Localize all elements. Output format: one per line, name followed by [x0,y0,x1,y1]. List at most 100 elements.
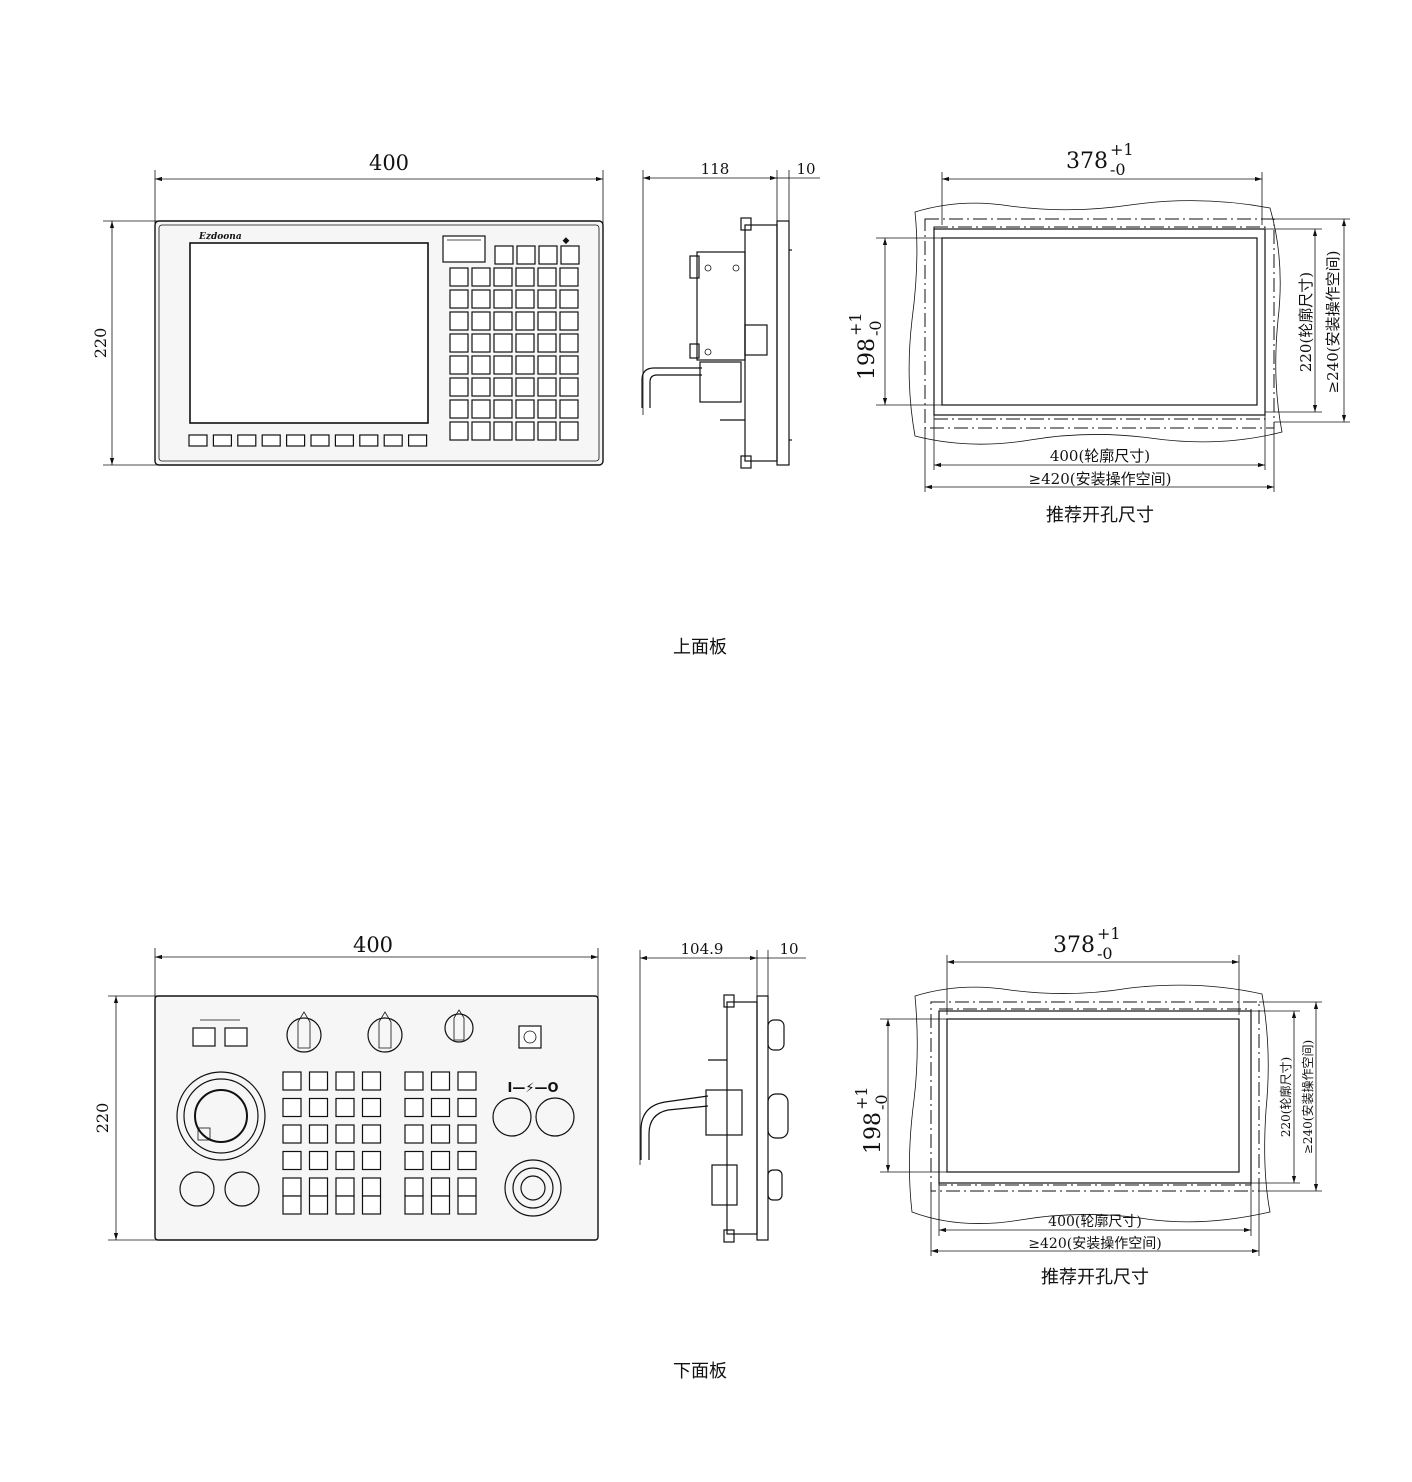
panel-key[interactable] [282,1195,302,1215]
panel-key[interactable] [361,1124,382,1144]
panel-key[interactable] [361,1071,382,1091]
panel-key[interactable] [560,245,580,265]
panel-key[interactable] [516,245,536,265]
panel-key[interactable] [493,311,513,331]
panel-key[interactable] [361,1097,382,1118]
panel-key[interactable] [457,1195,477,1215]
panel-key[interactable] [471,289,491,309]
panel-key[interactable] [515,421,535,441]
panel-key[interactable] [515,289,535,309]
panel-key[interactable] [308,1071,329,1091]
panel-key[interactable] [282,1150,302,1171]
panel-key[interactable] [335,1177,355,1197]
panel-key[interactable] [493,333,513,353]
panel-key[interactable] [515,377,535,397]
panel-key[interactable] [471,399,491,419]
panel-key[interactable] [457,1177,477,1197]
panel-key[interactable] [282,1097,302,1118]
panel-key[interactable] [559,377,579,397]
panel-key[interactable] [449,267,469,287]
panel-key[interactable] [335,1195,355,1215]
panel-key[interactable] [559,267,579,287]
panel-key[interactable] [282,1177,302,1197]
panel-key[interactable] [515,267,535,287]
panel-key[interactable] [493,355,513,375]
panel-key[interactable] [471,333,491,353]
panel-key[interactable] [430,1150,451,1171]
panel-key[interactable] [361,1195,382,1215]
panel-key[interactable] [537,311,557,331]
panel-key[interactable] [449,355,469,375]
panel-key[interactable] [404,1071,424,1091]
panel-key[interactable] [282,1124,302,1144]
panel-key[interactable] [457,1124,477,1144]
panel-key[interactable] [493,377,513,397]
panel-key[interactable] [361,1177,382,1197]
panel-key[interactable] [493,421,513,441]
panel-key[interactable] [515,311,535,331]
panel-key[interactable] [334,434,354,447]
panel-key[interactable] [457,1071,477,1091]
panel-key[interactable] [449,377,469,397]
panel-key[interactable] [212,434,232,447]
panel-key[interactable] [471,377,491,397]
panel-key[interactable] [515,399,535,419]
panel-key[interactable] [515,333,535,353]
panel-key[interactable] [449,311,469,331]
panel-key[interactable] [430,1195,451,1215]
panel-key[interactable] [404,1124,424,1144]
panel-key[interactable] [361,1150,382,1171]
panel-key[interactable] [471,421,491,441]
panel-key[interactable] [493,267,513,287]
panel-key[interactable] [449,421,469,441]
panel-key[interactable] [408,434,428,447]
panel-key[interactable] [449,399,469,419]
panel-key[interactable] [559,311,579,331]
panel-key[interactable] [449,289,469,309]
panel-key[interactable] [335,1150,355,1171]
panel-key[interactable] [493,289,513,309]
panel-key[interactable] [537,399,557,419]
panel-key[interactable] [261,434,281,447]
panel-key[interactable] [559,355,579,375]
panel-key[interactable] [559,399,579,419]
panel-key[interactable] [310,434,330,447]
panel-key[interactable] [404,1195,424,1215]
panel-key[interactable] [430,1124,451,1144]
panel-key[interactable] [404,1177,424,1197]
panel-key[interactable] [493,399,513,419]
panel-key[interactable] [559,421,579,441]
panel-key[interactable] [335,1071,355,1091]
panel-key[interactable] [430,1097,451,1118]
panel-key[interactable] [430,1071,451,1091]
panel-key[interactable] [449,333,469,353]
panel-key[interactable] [457,1097,477,1118]
panel-key[interactable] [308,1097,329,1118]
panel-key[interactable] [471,355,491,375]
panel-key[interactable] [537,421,557,441]
panel-key[interactable] [308,1124,329,1144]
panel-key[interactable] [537,377,557,397]
panel-key[interactable] [559,289,579,309]
panel-key[interactable] [537,289,557,309]
panel-key[interactable] [404,1097,424,1118]
panel-key[interactable] [471,267,491,287]
panel-key[interactable] [471,311,491,331]
panel-key[interactable] [335,1124,355,1144]
panel-key[interactable] [237,434,257,447]
panel-key[interactable] [430,1177,451,1197]
panel-key[interactable] [537,355,557,375]
panel-key[interactable] [457,1150,477,1171]
panel-key[interactable] [359,434,379,447]
panel-key[interactable] [188,434,208,447]
panel-key[interactable] [308,1177,329,1197]
panel-key[interactable] [537,267,557,287]
panel-key[interactable] [282,1071,302,1091]
panel-key[interactable] [538,245,558,265]
panel-key[interactable] [383,434,403,447]
panel-key[interactable] [559,333,579,353]
panel-key[interactable] [308,1150,329,1171]
panel-key[interactable] [537,333,557,353]
panel-key[interactable] [308,1195,329,1215]
panel-key[interactable] [515,355,535,375]
